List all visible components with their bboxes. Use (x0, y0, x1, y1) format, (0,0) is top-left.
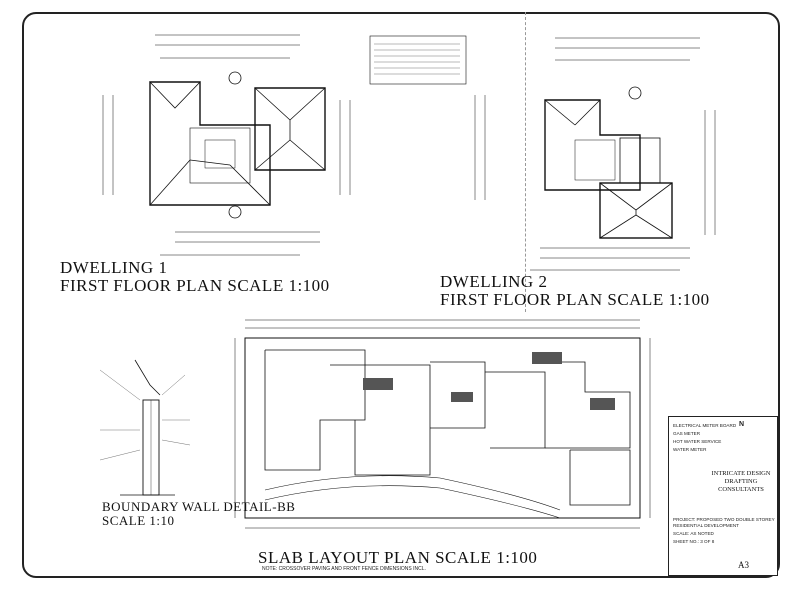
legend-item: HOT WATER SERVICE (673, 439, 722, 444)
scale-line: SCALE: AS NOTED (673, 531, 714, 536)
sheet-size: A3 (738, 560, 749, 570)
dwelling1-subtitle: FIRST FLOOR PLAN SCALE 1:100 (60, 276, 330, 295)
project-line-2: RESIDENTIAL DEVELOPMENT (673, 523, 739, 528)
project-line: PROJECT: PROPOSED TWO DOUBLE STOREY (673, 517, 775, 522)
slab-layout-title: SLAB LAYOUT PLAN SCALE 1:100 (258, 548, 538, 567)
dwelling2-floor-plan (544, 86, 673, 239)
legend-item: GAS METER (673, 431, 701, 436)
boundary-wall-title: BOUNDARY WALL DETAIL-BB (102, 499, 296, 514)
dwelling1-dimensions (102, 34, 351, 256)
boundary-wall-detail (99, 359, 191, 496)
slab-layout-note: NOTE: CROSSOVER PAVING AND FRONT FENCE D… (262, 566, 426, 572)
slab-layout-plan (234, 319, 651, 529)
sheet-line: SHEET NO.: 3 OF 8 (673, 539, 715, 544)
compass-label: N (739, 421, 745, 428)
dwelling2-subtitle: FIRST FLOOR PLAN SCALE 1:100 (440, 290, 710, 309)
dwelling1-title: DWELLING 1 (60, 258, 168, 277)
legend-item: WATER METER (673, 447, 707, 452)
general-notes-box (369, 35, 467, 85)
dwelling2-dimensions (474, 37, 716, 271)
sheet-divider (525, 12, 526, 312)
company-name: INTRICATE DESIGN DRAFTING CONSULTANTS (711, 470, 771, 493)
dwelling1-floor-plan (149, 71, 326, 219)
dwelling2-title: DWELLING 2 (440, 272, 548, 291)
boundary-wall-scale: SCALE 1:10 (102, 513, 175, 528)
title-block: ELECTRICAL METER BOARD GAS METER HOT WAT… (668, 416, 778, 576)
drawing-sheet-border (22, 12, 780, 578)
legend-item: ELECTRICAL METER BOARD (673, 423, 737, 428)
